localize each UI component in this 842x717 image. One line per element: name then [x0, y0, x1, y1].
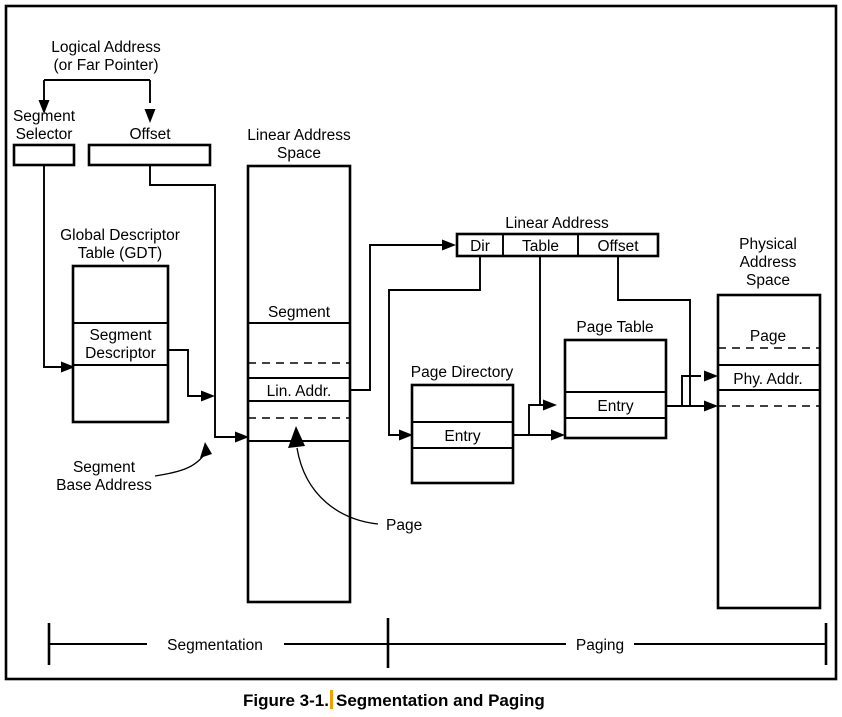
linear-space-page-arrowhead [288, 426, 305, 448]
linaddr-to-bar-line [350, 244, 447, 391]
logical-address-title-line2: (or Far Pointer) [53, 57, 158, 74]
offset-label: Offset [129, 126, 171, 143]
selector-to-gdt-line [43, 165, 66, 368]
linear-address-bar-title: Linear Address [505, 215, 609, 232]
dir-to-page-directory-line [388, 256, 481, 436]
offset-to-physical-arrow [704, 400, 718, 412]
physical-space-title-line2: Address [740, 254, 797, 271]
page-directory-title: Page Directory [411, 364, 514, 381]
segment-selector-box [12, 143, 76, 167]
segment-base-address-arrowhead [200, 442, 212, 458]
bracket-label-paging: Paging [576, 637, 624, 654]
pt-to-phys-arrow-upper [704, 370, 718, 382]
figure-caption-prefix: Figure 3-1. [243, 691, 329, 710]
offset-to-linear-arrow [235, 431, 249, 443]
dir-to-page-directory-arrow [399, 429, 413, 441]
pd-to-pt-line-upper [528, 404, 548, 435]
linear-space-title-line2: Space [277, 145, 321, 162]
page-directory-entry-label: Entry [444, 428, 480, 445]
segment-descriptor-label-line1: Segment [89, 327, 152, 344]
physical-space-title-line3: Space [746, 272, 790, 289]
offset-box [87, 143, 212, 167]
linear-address-space-box [246, 164, 352, 604]
descriptor-to-linaddr-line [168, 349, 206, 397]
bar-field-offset: Offset [597, 238, 639, 255]
page-table-title: Page Table [576, 319, 653, 336]
linear-space-title-line1: Linear Address [247, 127, 351, 144]
bar-field-dir: Dir [470, 238, 490, 255]
segment-base-address-line2: Base Address [56, 477, 152, 494]
table-to-page-table-arrow [543, 399, 557, 411]
linaddr-to-bar-arrow [442, 239, 456, 251]
pt-to-phys-line-upper [681, 375, 701, 406]
bar-field-table: Table [522, 238, 559, 255]
logical-address-title-line1: Logical Address [51, 39, 161, 56]
logical-arrow-to-selector [38, 100, 50, 114]
segment-selector-label-line2: Selector [16, 126, 73, 143]
logical-arrow-to-offset [144, 109, 156, 123]
segment-selector-label-line1: Segment [13, 108, 76, 125]
physical-space-title-line1: Physical [739, 236, 797, 253]
offset-to-linear-line [149, 165, 240, 438]
figure-border [4, 4, 838, 681]
linear-space-page-curve [296, 447, 379, 525]
linear-space-lin-addr-label: Lin. Addr. [267, 383, 332, 400]
physical-space-phy-addr-label: Phy. Addr. [733, 371, 803, 388]
page-table-box [563, 338, 668, 440]
pd-to-pt-arrow-lower [551, 429, 565, 441]
physical-address-space-box [716, 293, 822, 610]
gdt-box [71, 264, 170, 424]
figure-caption-title: Segmentation and Paging [336, 691, 545, 710]
segment-descriptor-label-line2: Descriptor [85, 345, 156, 362]
gdt-title-line1: Global Descriptor [60, 227, 180, 244]
caption-caret-marker [330, 690, 333, 709]
physical-space-page-label: Page [750, 328, 786, 345]
selector-to-gdt-arrow [61, 361, 75, 373]
bracket-label-segmentation: Segmentation [167, 637, 263, 654]
segment-base-address-curve [154, 451, 207, 477]
linear-space-page-callout: Page [386, 517, 422, 534]
table-to-page-table-line [539, 256, 548, 406]
page-directory-box [410, 383, 515, 485]
linear-address-bar-box [455, 232, 660, 258]
page-table-entry-label: Entry [597, 398, 633, 415]
gdt-title-line2: Table (GDT) [78, 245, 162, 262]
segment-base-address-line1: Segment [73, 459, 136, 476]
linear-space-segment-label: Segment [268, 304, 331, 321]
descriptor-to-linaddr-arrow [201, 390, 215, 402]
